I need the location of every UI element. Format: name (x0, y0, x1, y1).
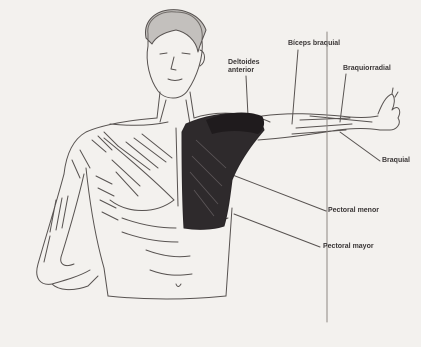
leader-pmayor (234, 214, 320, 247)
label-biceps-braquial: Bíceps braquial (288, 40, 340, 48)
left-shoulder (64, 118, 157, 174)
label-braquial: Braquial (382, 157, 410, 165)
navel (176, 284, 181, 287)
left-arm-outer (37, 174, 90, 284)
neck (157, 92, 194, 124)
label-deltoides-anterior: Deltoides anterior (228, 59, 260, 75)
chest-midline (176, 128, 178, 206)
leader-pmenor (230, 174, 326, 211)
label-braquiorradial: Braquiorradial (343, 65, 391, 73)
abdomen-lines (146, 250, 192, 275)
left-chest-fibers (112, 134, 172, 196)
right-arm-bottom (258, 129, 380, 141)
left-shoulder-fibers (72, 132, 118, 178)
left-arm-fibers (44, 196, 68, 262)
right-hand (378, 94, 400, 130)
right-forearm-fibers (292, 116, 372, 134)
leader-deltoides (246, 76, 248, 116)
left-arm-inner (61, 174, 84, 266)
face-eyes (160, 53, 190, 54)
label-pectoral-mayor: Pectoral mayor (323, 243, 374, 251)
trunk-right-side (226, 208, 232, 296)
leader-braquio (340, 74, 346, 122)
hair (146, 10, 206, 52)
left-hand (52, 276, 98, 290)
leader-braquial (340, 132, 380, 161)
label-pectoral-menor: Pectoral menor (328, 207, 379, 215)
waist (108, 296, 226, 299)
face-nose (171, 57, 176, 70)
serratus-fibers (96, 176, 118, 220)
face-mouth (168, 79, 182, 81)
left-pectoral-outline (104, 138, 174, 211)
leader-biceps (292, 50, 298, 124)
